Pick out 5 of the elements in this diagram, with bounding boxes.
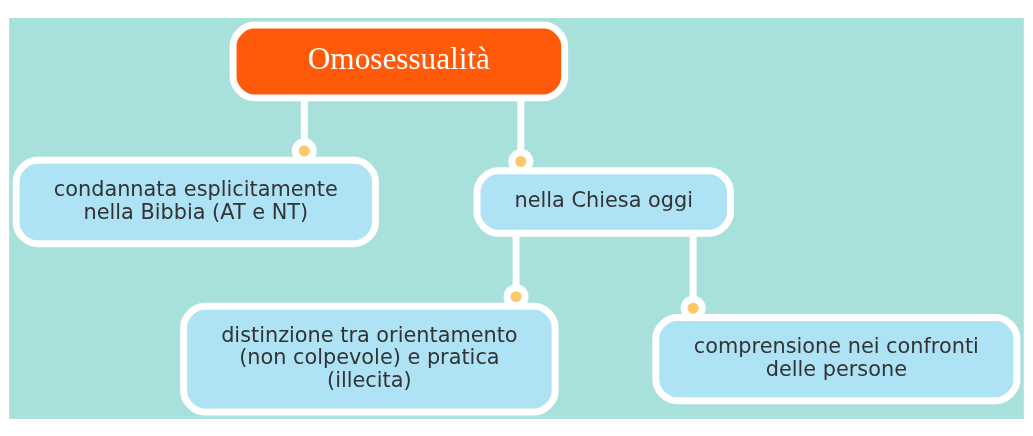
node-box: nella Chiesa oggi bbox=[473, 166, 734, 237]
node-box: comprensione nei confronti delle persone bbox=[652, 313, 1021, 404]
node-box: condannata esplicitamente nella Bibbia (AT e NT) bbox=[12, 156, 379, 247]
node-box: Omosessualità bbox=[229, 20, 569, 101]
node-box: distinzione tra orientamento (non colpevole) e pratica (illecita) bbox=[180, 302, 559, 416]
